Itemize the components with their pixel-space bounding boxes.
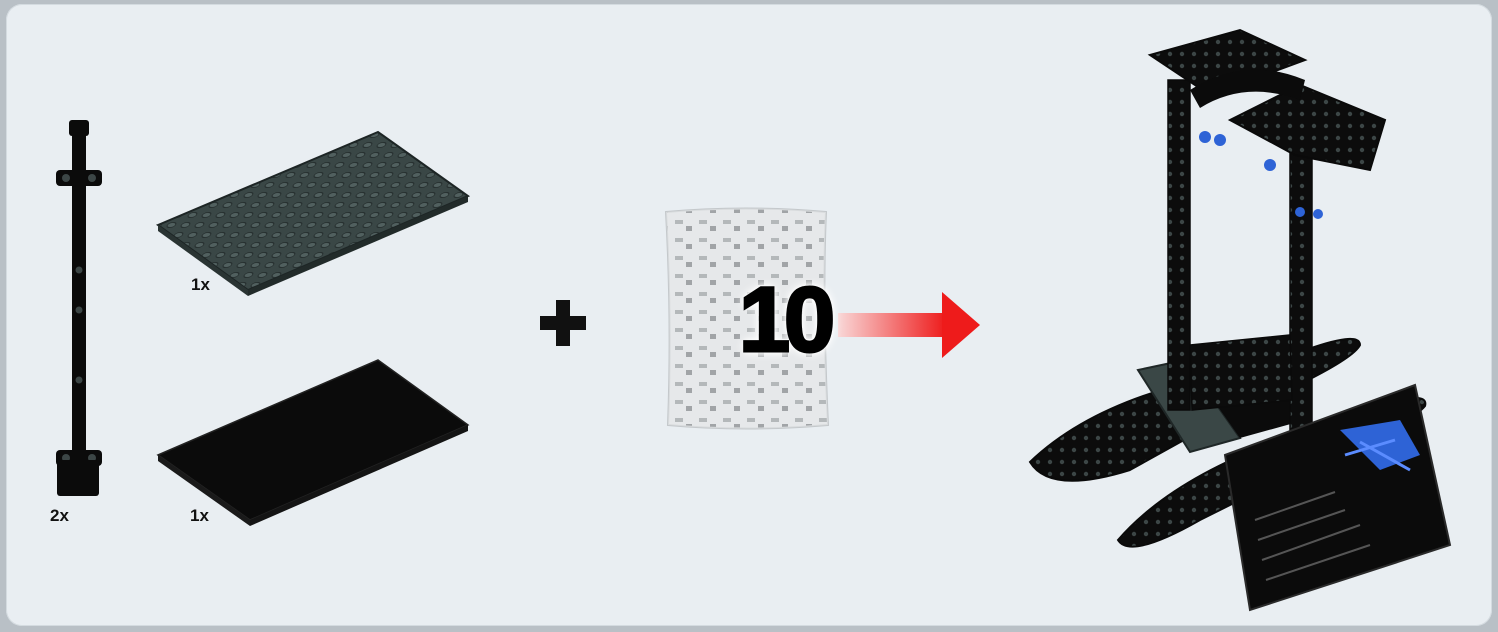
completed-display-stand: [1030, 30, 1450, 610]
arrow-right-icon: [838, 292, 980, 358]
tile-quantity-label: 1x: [190, 506, 209, 526]
post-quantity-label: 2x: [50, 506, 69, 526]
plate-quantity-label: 1x: [191, 275, 210, 295]
technic-post-part: [56, 120, 102, 496]
plate-large-part: [158, 132, 468, 296]
tile-large-part: [158, 360, 468, 526]
plus-icon: [540, 300, 586, 346]
bag-number-label: 10: [724, 270, 844, 370]
